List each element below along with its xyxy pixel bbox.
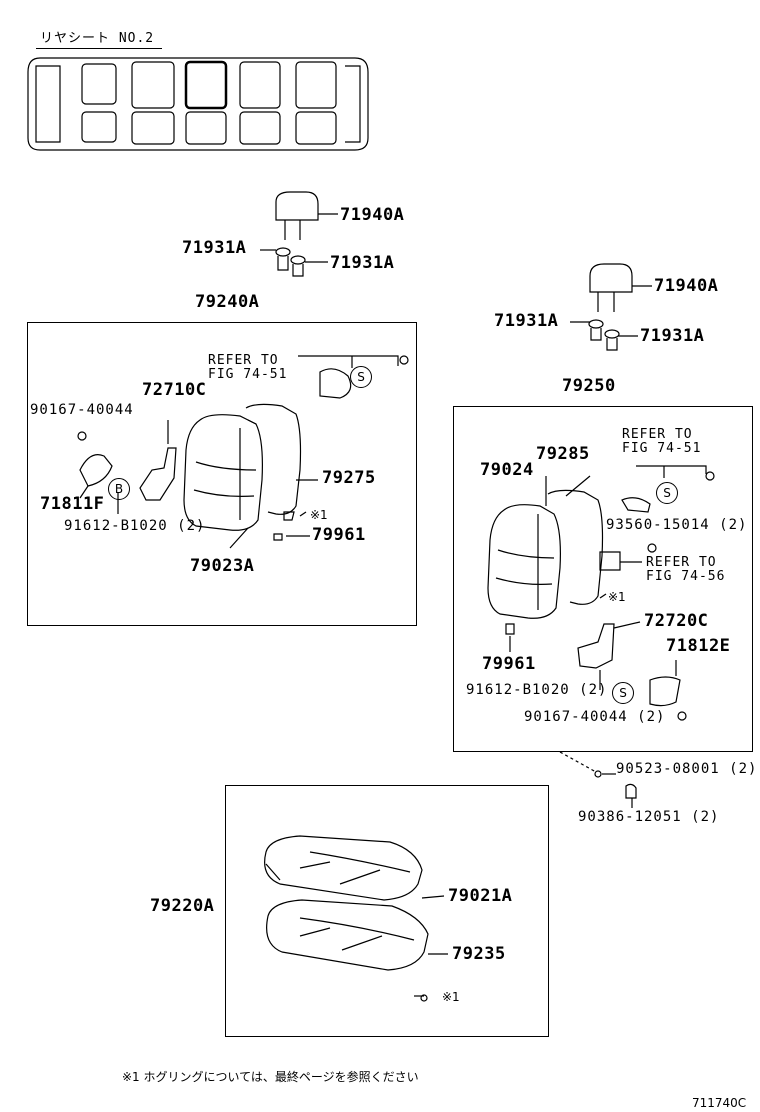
label-r-support-left: 71931A [494,311,559,331]
right-assembly-box [453,406,753,752]
label-r-washer: 90523-08001 (2) [616,761,758,777]
right-seatback-drawing [487,465,715,721]
label-r-support-right: 71931A [640,326,705,346]
label-l-headrest: 71940A [340,205,405,225]
label-l-bolt: 90167-40044 [30,402,134,418]
l-note-mark: ※1 [310,508,328,522]
label-r-clip: 79961 [482,654,536,674]
left-seatback-drawing [77,355,409,549]
cushion-assembly-box [225,785,549,1037]
left-assembly-box [27,322,417,626]
label-r-cover: 71812E [666,636,731,656]
right-headrest-drawing [570,263,652,351]
r-refer-text-1: REFER TO FIG 74-51 [622,427,702,456]
footer-note: ※1 ホグリングについては、最終ページを参照ください [122,1070,419,1084]
label-cushion-assembly: 79220A [150,896,215,916]
label-c-pad: 79235 [452,944,506,964]
vehicle-layout-icon [27,57,369,151]
label-l-back-pad: 79023A [190,556,255,576]
s-symbol-right-lower: S [612,682,634,704]
r-refer-text-2: REFER TO FIG 74-56 [646,555,726,584]
s-symbol-left: S [350,366,372,388]
label-r-headrest: 71940A [654,276,719,296]
label-l-support-right: 71931A [330,253,395,273]
label-r-bolt: 90167-40044 (2) [524,709,666,725]
left-headrest-drawing [260,191,338,277]
label-r-nut: 93560-15014 (2) [606,517,748,533]
seat-cushion-drawing [264,835,448,1002]
label-left-assembly: 79240A [195,292,260,312]
label-r-bushing: 90386-12051 (2) [578,809,720,825]
label-r-back-pad: 79024 [480,460,534,480]
label-l-clip: 79961 [312,525,366,545]
figure-code: 711740C [692,1096,747,1110]
b-symbol-left: B [108,478,130,500]
label-l-hinge: 72710C [142,380,207,400]
r-note-mark: ※1 [608,590,626,604]
label-l-back-cover: 79275 [322,468,376,488]
label-l-cover: 71811F [40,494,105,514]
right-fastener-drawing [559,751,637,808]
label-r-back-cover: 79285 [536,444,590,464]
c-note-mark: ※1 [442,990,460,1004]
s-symbol-right: S [656,482,678,504]
label-c-cover: 79021A [448,886,513,906]
l-refer-text: REFER TO FIG 74-51 [208,353,288,382]
label-r-hinge: 72720C [644,611,709,631]
label-right-assembly: 79250 [562,376,616,396]
label-l-support-left: 71931A [182,238,247,258]
label-r-screw: 91612-B1020 (2) [466,682,608,698]
label-l-screw: 91612-B1020 (2) [64,518,206,534]
page-title: リヤシート NO.2 [40,31,155,46]
title-underline [36,48,162,49]
